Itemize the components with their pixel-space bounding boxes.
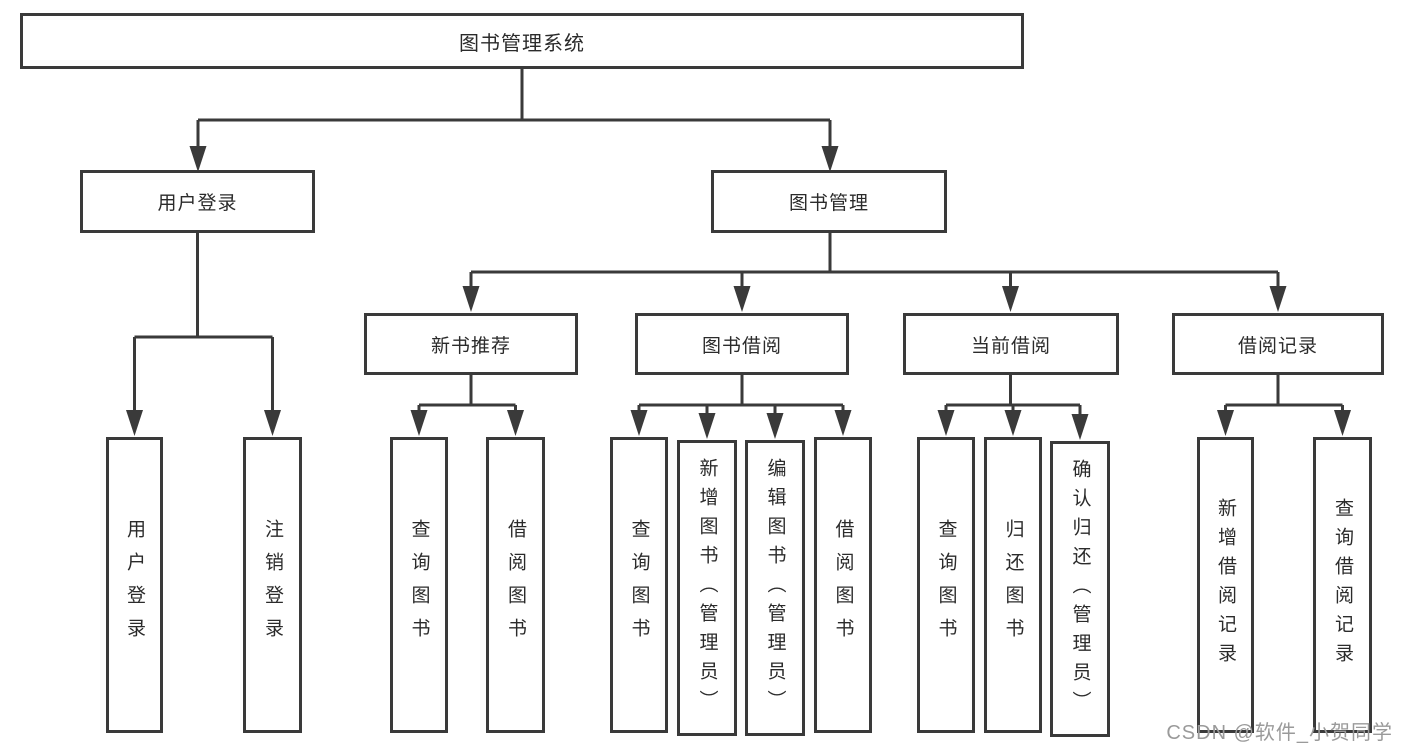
node-leaf-borrow-books-1: 借阅图书: [486, 437, 545, 733]
arrow-down-icon: [1004, 410, 1022, 436]
node-leaf-confirm-return-admin: 确认归还（管理员）: [1050, 441, 1110, 737]
node-leaf-query-borrow-record: 查询借阅记录: [1313, 437, 1372, 733]
leaf-label: 借阅图书: [832, 519, 854, 651]
node-leaf-user-login: 用户登录: [106, 437, 163, 733]
leaf-label: 注销登录: [262, 519, 283, 651]
node-user-login: 用户登录: [80, 170, 315, 233]
leaf-label: 查询图书: [628, 519, 650, 651]
leaf-label: 用户登录: [124, 519, 145, 651]
node-borrowing-records: 借阅记录: [1172, 313, 1384, 375]
csdn-watermark: CSDN @软件_小贺同学: [1166, 722, 1393, 744]
node-root-library-system: 图书管理系统: [20, 13, 1024, 69]
arrow-down-icon: [698, 413, 716, 439]
arrow-down-icon: [1269, 286, 1287, 312]
arrow-down-icon: [834, 410, 852, 436]
node-leaf-query-books-2: 查询图书: [610, 437, 668, 733]
arrow-down-icon: [766, 413, 784, 439]
node-book-borrowing: 图书借阅: [635, 313, 849, 375]
node-leaf-borrow-books-2: 借阅图书: [814, 437, 872, 733]
node-leaf-edit-books-admin: 编辑图书（管理员）: [745, 440, 805, 736]
node-leaf-logout: 注销登录: [243, 437, 302, 733]
leaf-label: 查询借阅记录: [1332, 498, 1353, 672]
node-current-borrowing: 当前借阅: [903, 313, 1119, 375]
connector-currentborrow-to-children: [944, 375, 1082, 416]
arrow-down-icon: [937, 410, 955, 436]
leaf-label: 借阅图书: [505, 519, 526, 651]
leaf-label: 归还图书: [1002, 519, 1024, 651]
connector-records-to-children: [1224, 375, 1344, 412]
arrow-down-icon: [1334, 410, 1351, 436]
node-book-management: 图书管理: [711, 170, 947, 233]
arrow-down-icon: [189, 146, 207, 172]
node-leaf-query-books-1: 查询图书: [390, 437, 448, 733]
leaf-label: 新增借阅记录: [1215, 498, 1236, 672]
connector-newbook-to-children: [417, 375, 517, 412]
arrow-down-icon: [821, 146, 839, 172]
node-new-book-recommendation: 新书推荐: [364, 313, 578, 375]
arrow-down-icon: [264, 410, 281, 436]
node-leaf-add-books-admin: 新增图书（管理员）: [677, 440, 737, 736]
arrow-down-icon: [1217, 410, 1234, 436]
leaf-label: 查询图书: [408, 519, 430, 651]
leaf-label: 新增图书（管理员）: [696, 457, 718, 719]
arrow-down-icon: [630, 410, 648, 436]
arrow-down-icon: [507, 410, 524, 436]
connector-bookmgmt-to-level3: [469, 233, 1280, 288]
leaf-label: 查询图书: [935, 519, 957, 651]
arrowheads: [126, 146, 1351, 440]
connector-userlogin-to-children: [133, 233, 274, 412]
connector-bookborrow-to-children: [637, 375, 845, 415]
arrow-down-icon: [462, 286, 480, 312]
node-leaf-add-borrow-record: 新增借阅记录: [1197, 437, 1254, 733]
node-leaf-query-books-3: 查询图书: [917, 437, 975, 733]
leaf-label: 编辑图书（管理员）: [764, 457, 786, 719]
arrow-down-icon: [410, 410, 428, 436]
arrow-down-icon: [126, 410, 143, 436]
arrow-down-icon: [1002, 286, 1019, 312]
connector-root-to-level2: [196, 69, 832, 148]
node-leaf-return-books: 归还图书: [984, 437, 1042, 733]
leaf-label: 确认归还（管理员）: [1069, 458, 1091, 720]
arrow-down-icon: [733, 286, 751, 312]
arrow-down-icon: [1071, 414, 1089, 440]
